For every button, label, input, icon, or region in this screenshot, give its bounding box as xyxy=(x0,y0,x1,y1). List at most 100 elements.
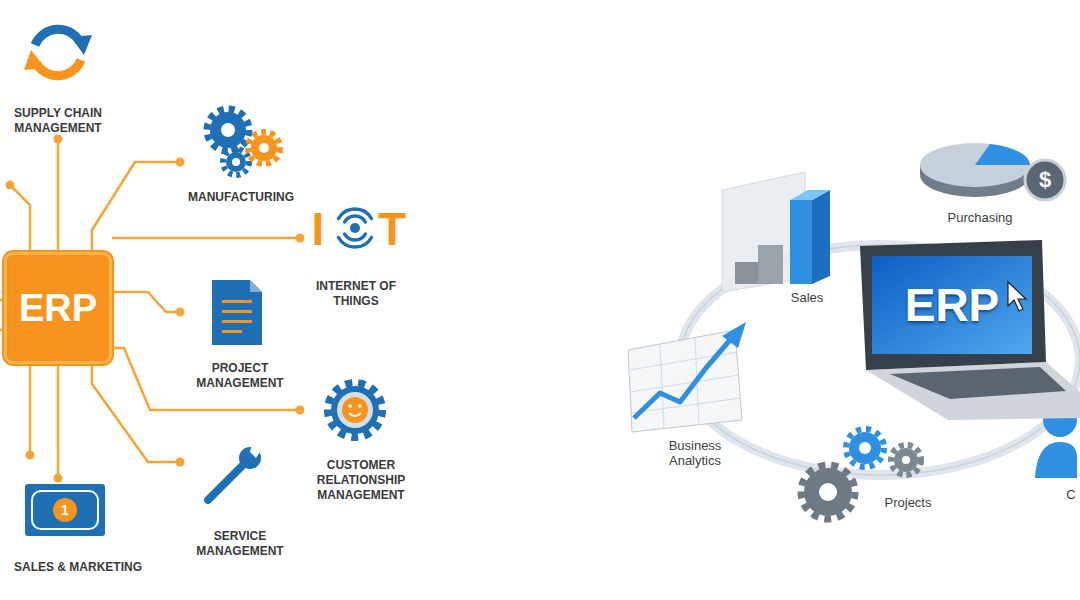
projects-gears-icon xyxy=(819,483,837,501)
line-chart-icon xyxy=(628,330,742,432)
pie-chart-icon xyxy=(1025,160,1065,200)
gears-icon xyxy=(207,109,280,175)
bar-chart-icon xyxy=(790,190,830,200)
wire-dot xyxy=(296,406,305,415)
wrench-icon xyxy=(250,444,263,458)
gears-icon xyxy=(223,149,249,175)
pie-chart-icon xyxy=(920,143,1030,187)
crm-gear-icon xyxy=(342,397,368,423)
projects-gears-icon xyxy=(804,468,852,516)
pie-chart-icon xyxy=(975,144,1030,165)
bar-chart-icon xyxy=(758,245,783,284)
laptop-icon xyxy=(860,240,1080,420)
circuit-wire xyxy=(57,139,60,252)
line-chart-icon xyxy=(628,322,746,432)
system-name: ERP xyxy=(19,287,97,330)
cycle-icon xyxy=(24,29,92,75)
wire-dot xyxy=(296,234,305,243)
laptop-icon xyxy=(872,256,1032,354)
banknote-icon xyxy=(53,498,77,522)
iot-waves xyxy=(345,216,366,222)
banknote-icon xyxy=(32,491,98,529)
module-name: SUPPLY CHAIN MANAGEMENT xyxy=(6,106,110,136)
wire-group xyxy=(92,364,185,467)
banknote-icon xyxy=(25,484,105,536)
chip-wire xyxy=(29,364,32,455)
circuit-wire xyxy=(57,364,60,478)
gears-icon xyxy=(221,123,235,137)
chip-wire xyxy=(10,185,30,252)
cycle-icon xyxy=(24,50,45,70)
cycle-icon xyxy=(71,35,92,55)
module-name: SERVICE MANAGEMENT xyxy=(183,529,297,559)
document-icon xyxy=(212,280,262,345)
projects-gears-icon xyxy=(846,429,884,467)
module-label: C xyxy=(1066,488,1075,503)
erp-chip: ERP xyxy=(4,252,112,364)
line-chart-icon xyxy=(630,375,739,392)
line-chart-icon xyxy=(629,352,737,370)
laptop-icon xyxy=(860,240,1046,370)
circuit-wire xyxy=(112,237,300,240)
circuit-wire xyxy=(112,348,300,410)
projects-gears-icon xyxy=(859,442,871,454)
wire-dot xyxy=(176,158,185,167)
wire-dot xyxy=(26,451,35,460)
module-box: SALES & MARKETING xyxy=(3,478,153,578)
wrench-icon xyxy=(208,444,263,500)
pie-chart-icon xyxy=(920,143,1065,200)
gears-icon xyxy=(207,109,249,151)
iot-waves xyxy=(339,238,372,248)
laptop-icon xyxy=(890,367,1066,399)
gears-icon xyxy=(210,112,246,148)
module-name: PROJECT MANAGEMENT xyxy=(183,361,297,391)
iot-waves xyxy=(339,209,372,219)
wire-group xyxy=(112,292,185,317)
module-box: MANUFACTURING xyxy=(180,100,302,208)
person-icon xyxy=(1035,442,1077,478)
bar-chart-icon xyxy=(735,262,760,284)
gears-icon xyxy=(248,132,280,164)
projects-gears-icon xyxy=(902,456,910,464)
projects-gears-icon xyxy=(849,432,881,464)
document-icon xyxy=(222,320,252,323)
wire-dot xyxy=(54,474,63,483)
module-box: PROJECT MANAGEMENT xyxy=(180,275,300,394)
document-icon xyxy=(250,280,262,292)
module-box: SERVICE MANAGEMENT xyxy=(180,445,300,562)
iot-letter: T xyxy=(378,203,406,256)
module-box: SUPPLY CHAIN MANAGEMENT xyxy=(3,18,113,139)
iot-waves xyxy=(350,223,360,233)
module-name: SALES & MARKETING xyxy=(6,560,150,575)
crm-gear-icon xyxy=(349,413,361,416)
module-name: CUSTOMER RELATIONSHIP MANAGEMENT xyxy=(303,458,419,503)
banknote-icon xyxy=(25,484,105,536)
gears-icon xyxy=(232,158,240,166)
module-label: Purchasing xyxy=(947,211,1012,226)
iot-waves xyxy=(339,209,372,247)
wire-dot xyxy=(54,135,63,144)
module-box: CUSTOMER RELATIONSHIP MANAGEMENT xyxy=(300,372,422,506)
projects-gears-icon xyxy=(801,465,855,519)
module-label: Business Analytics xyxy=(655,439,735,469)
iot-waves xyxy=(345,234,366,240)
line-chart-icon xyxy=(722,322,746,348)
module-name: INTERNET OF THINGS xyxy=(303,279,409,309)
gears-icon xyxy=(259,143,269,153)
wrench-icon xyxy=(208,463,245,500)
wire-group xyxy=(54,364,63,483)
module-label: Sales xyxy=(791,291,824,306)
laptop-icon xyxy=(1008,282,1026,311)
wire-group xyxy=(112,348,305,415)
gears-icon xyxy=(226,152,246,172)
crm-gear-icon xyxy=(348,404,352,408)
system-name: ERP xyxy=(905,278,1000,332)
laptop-icon xyxy=(866,362,1080,420)
note-value: 1 xyxy=(61,502,69,518)
wire-group xyxy=(112,234,305,243)
bar-chart-icon xyxy=(722,172,830,292)
circuit-wire xyxy=(112,292,180,312)
crm-gear-icon xyxy=(331,386,379,434)
crm-gear-icon xyxy=(337,392,373,428)
crm-gear-icon xyxy=(328,383,382,437)
